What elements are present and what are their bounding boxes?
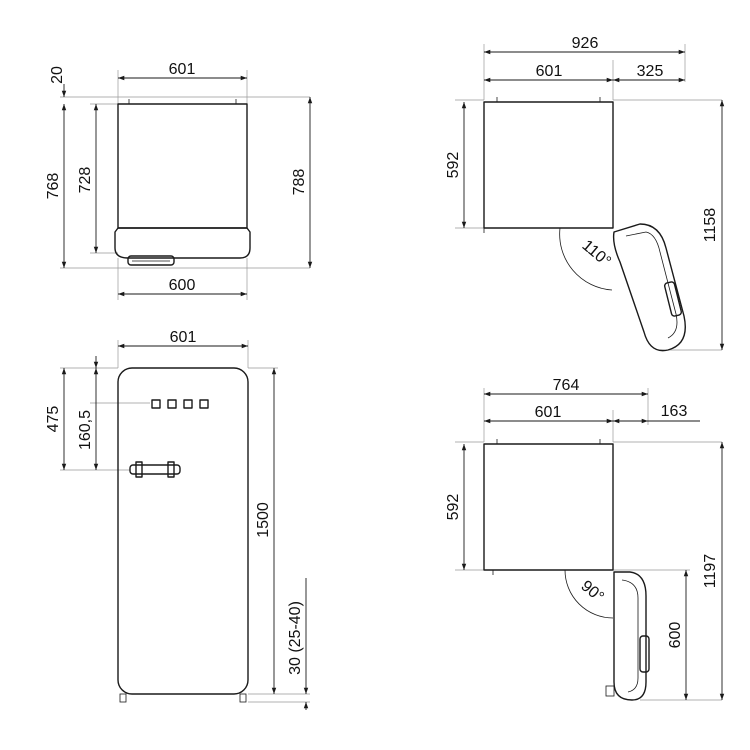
- side-view-top-left: 601 600 20 768 728 788: [45, 61, 313, 300]
- dim-plan90-body-width: 601: [535, 404, 562, 421]
- fridge-front-outline: [117, 367, 249, 703]
- dim-plan110-depth: 592: [445, 152, 462, 179]
- dim-front-height-top: 475: [45, 406, 62, 433]
- fridge-plan-outline-110: [483, 97, 686, 352]
- plan-view-90: 764 601 163 592 600 1197 90°: [445, 377, 725, 701]
- dim-plan110-door-extension: 325: [637, 63, 664, 80]
- door-handle-front: [129, 461, 181, 478]
- dim-plan110-total-width: 926: [572, 35, 599, 52]
- dim-side-width-bottom: 600: [169, 277, 196, 294]
- dim-front-foot-height: 30 (25-40): [287, 601, 304, 675]
- dim-side-height-inner: 728: [77, 167, 94, 194]
- dim-side-height-right: 788: [291, 169, 308, 196]
- dim-front-height-handle: 160,5: [77, 410, 94, 450]
- dim-plan90-total-width: 764: [553, 377, 580, 394]
- dim-front-width: 601: [170, 329, 197, 346]
- fridge-plan-outline-90: [483, 439, 650, 701]
- dim-plan110-body-width: 601: [536, 63, 563, 80]
- dim-plan110-total-depth: 1158: [702, 208, 719, 243]
- dim-side-height-left: 768: [45, 173, 62, 200]
- dim-plan90-door-depth: 600: [667, 622, 684, 649]
- front-view: 601 475 160,5 1500 30 (25-40): [45, 329, 310, 710]
- dim-front-height-body: 1500: [255, 502, 272, 538]
- angle-110: 110°: [578, 237, 613, 271]
- dim-side-width-top: 601: [169, 61, 196, 78]
- fridge-side-outline: [114, 99, 251, 266]
- dim-plan90-total-depth: 1197: [702, 554, 719, 589]
- plan-view-110: 926 601 325 592 1158 110°: [445, 35, 725, 352]
- dim-plan90-depth: 592: [445, 494, 462, 521]
- dim-side-gap-top: 20: [49, 66, 66, 84]
- smeg-logo: [151, 399, 209, 409]
- dim-plan90-door-extension: 163: [661, 403, 688, 420]
- angle-90: 90°: [577, 577, 606, 606]
